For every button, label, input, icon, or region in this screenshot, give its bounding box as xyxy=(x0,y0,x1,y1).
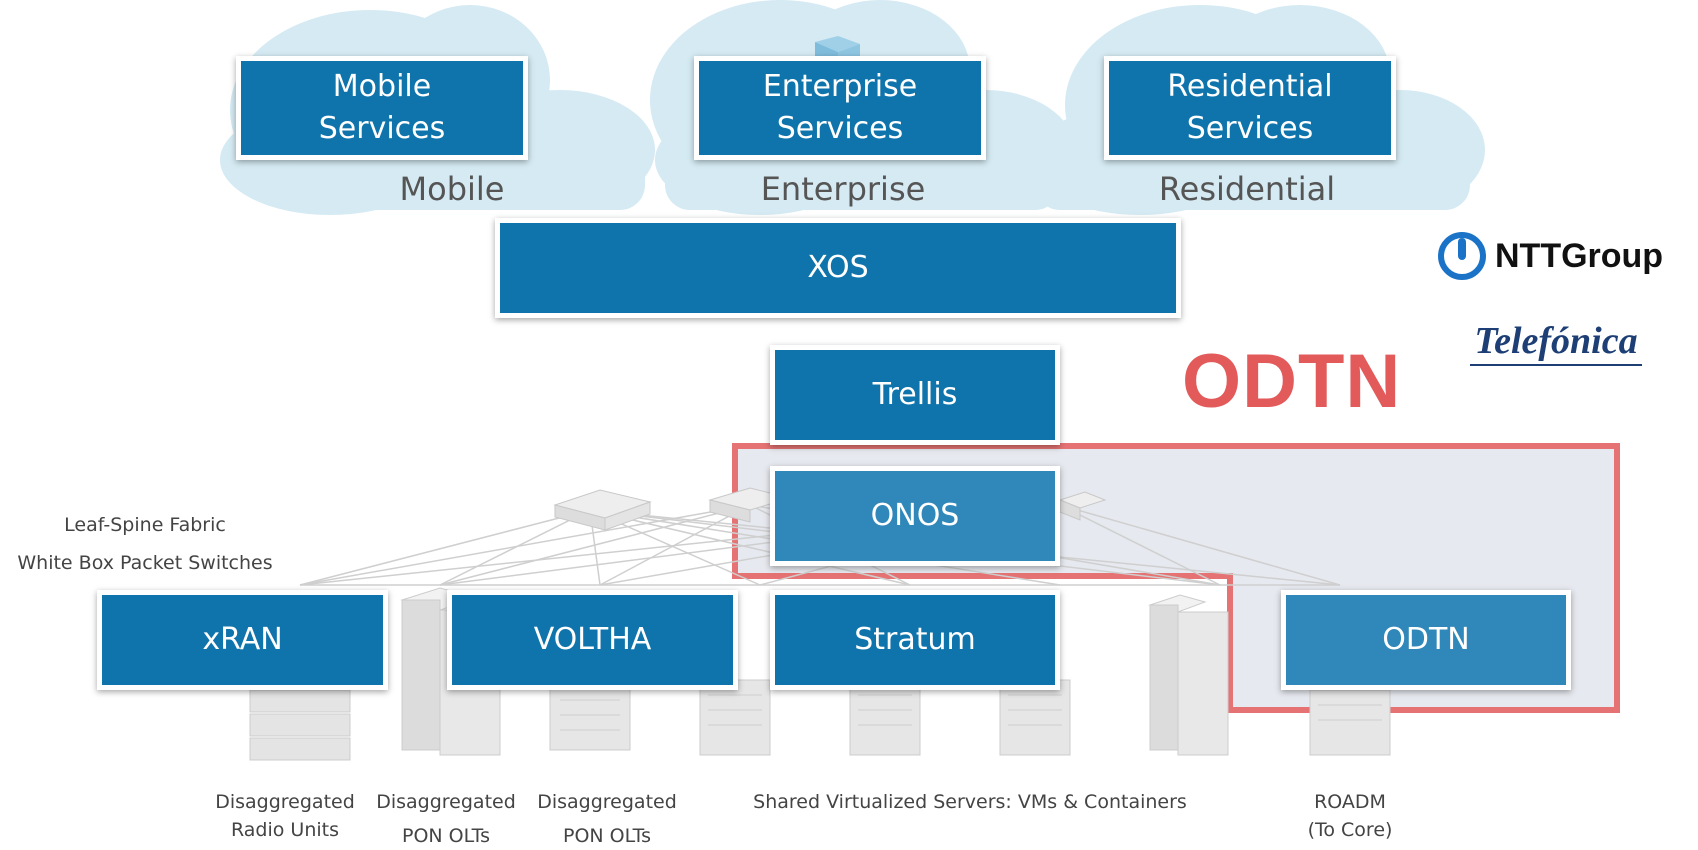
spine-switch-3 xyxy=(1058,491,1107,521)
ntt-group-logo: NTTGroup xyxy=(1437,228,1663,284)
cloud-label-mobile: Mobile xyxy=(399,170,505,208)
cloud-label-enterprise: Enterprise xyxy=(760,170,926,208)
cloud-label-residential: Residential xyxy=(1158,170,1336,208)
odtn-box: ODTN xyxy=(1281,590,1571,690)
olt-caption-2-line2: PON OLTs xyxy=(563,825,651,847)
olt-caption-1-line1: Disaggregated xyxy=(376,791,516,813)
fabric-caption: Leaf-Spine Fabric White Box Packet Switc… xyxy=(0,506,290,582)
olt-server-2 xyxy=(549,684,631,751)
trellis-label: Trellis xyxy=(872,377,958,412)
shared-server-4 xyxy=(1148,594,1229,756)
olt-caption-1: Disaggregated PON OLTs xyxy=(366,788,526,850)
stratum-box: Stratum xyxy=(770,590,1060,690)
servers-caption: Shared Virtualized Servers: VMs & Contai… xyxy=(753,791,1187,813)
radio-units-caption: Disaggregated Radio Units xyxy=(205,788,365,844)
stratum-label: Stratum xyxy=(854,622,976,657)
spine-switch-1 xyxy=(553,489,652,531)
roadm-caption-line1: ROADM xyxy=(1314,791,1386,813)
onos-label: ONOS xyxy=(870,498,960,533)
odtn-title: ODTN xyxy=(1182,339,1402,424)
radio-unit-stack xyxy=(249,689,351,761)
xos-label: XOS xyxy=(807,250,869,285)
shared-server-3 xyxy=(999,679,1071,756)
trellis-box: Trellis xyxy=(770,345,1060,445)
mobile-services-line1: Mobile xyxy=(332,69,432,104)
odtn-label: ODTN xyxy=(1382,622,1470,657)
enterprise-services-line2: Services xyxy=(776,111,904,146)
olt-caption-2-line1: Disaggregated xyxy=(537,791,677,813)
residential-services-line2: Services xyxy=(1186,111,1314,146)
residential-services-line1: Residential xyxy=(1167,69,1333,104)
enterprise-services-line1: Enterprise xyxy=(762,69,918,104)
fabric-caption-line1: Leaf-Spine Fabric xyxy=(64,514,226,536)
radio-units-caption-line2: Radio Units xyxy=(230,819,339,841)
ntt-group-text: NTTGroup xyxy=(1495,236,1664,275)
roadm-caption-line2: (To Core) xyxy=(1307,819,1393,841)
ntt-logo-icon xyxy=(1438,232,1486,280)
onos-box: ONOS xyxy=(770,466,1060,566)
shared-server-2 xyxy=(849,679,921,756)
voltha-label: VOLTHA xyxy=(533,622,652,657)
telefonica-logo: Telefónica xyxy=(1470,318,1642,366)
roadm-unit xyxy=(1309,689,1391,756)
olt-caption-2: Disaggregated PON OLTs xyxy=(527,788,687,850)
fabric-caption-line2: White Box Packet Switches xyxy=(17,552,273,574)
xran-box: xRAN xyxy=(97,590,388,690)
xos-box: XOS xyxy=(495,218,1181,318)
shared-server-1 xyxy=(699,679,771,756)
mobile-services-line2: Services xyxy=(318,111,446,146)
olt-caption-1-line2: PON OLTs xyxy=(402,825,490,847)
radio-units-caption-line1: Disaggregated xyxy=(215,791,355,813)
xran-label: xRAN xyxy=(202,622,283,657)
roadm-caption: ROADM (To Core) xyxy=(1280,788,1420,844)
voltha-box: VOLTHA xyxy=(447,590,738,690)
